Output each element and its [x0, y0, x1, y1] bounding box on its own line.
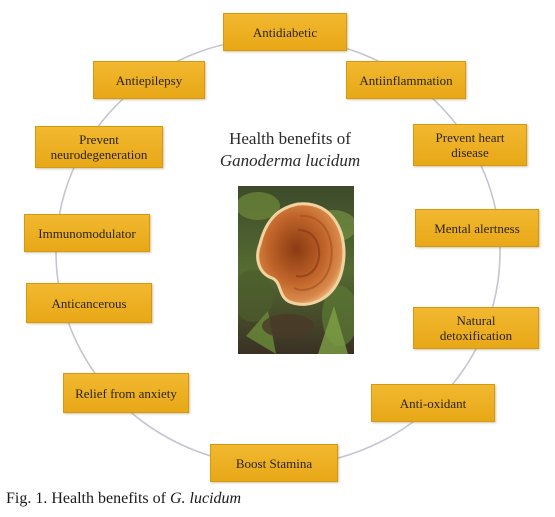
benefit-boost-stamina: Boost Stamina — [210, 444, 338, 482]
benefit-natural-detoxification: Natural detoxification — [413, 307, 539, 349]
benefit-anti-oxidant: Anti-oxidant — [371, 384, 495, 422]
caption-species: G. lucidum — [169, 490, 242, 507]
title-line-1: Health benefits of — [229, 129, 351, 148]
benefit-prevent-heart-disease: Prevent heart disease — [413, 124, 527, 166]
benefit-immunomodulator: Immunomodulator — [24, 214, 150, 252]
benefit-prevent-neurodegeneration: Prevent neurodegeneration — [35, 126, 163, 168]
caption-prefix: Fig. 1. Health benefits of — [6, 490, 170, 507]
title-line-2: Ganoderma lucidum — [219, 151, 361, 170]
mushroom-photo — [238, 186, 354, 354]
benefit-antiinflammation: Antiinflammation — [346, 61, 466, 99]
benefits-diagram: Health benefits of Ganoderma lucidum — [24, 13, 539, 482]
benefit-antiepilepsy: Antiepilepsy — [93, 61, 205, 99]
benefit-relief-from-anxiety: Relief from anxiety — [63, 373, 189, 413]
benefit-antidiabetic: Antidiabetic — [223, 13, 347, 51]
benefit-anticancerous: Anticancerous — [26, 283, 152, 323]
diagram-title: Health benefits of Ganoderma lucidum — [205, 128, 375, 172]
benefit-mental-alertness: Mental alertness — [415, 209, 539, 247]
figure-caption: Fig. 1. Health benefits of G. lucidum — [6, 490, 241, 508]
